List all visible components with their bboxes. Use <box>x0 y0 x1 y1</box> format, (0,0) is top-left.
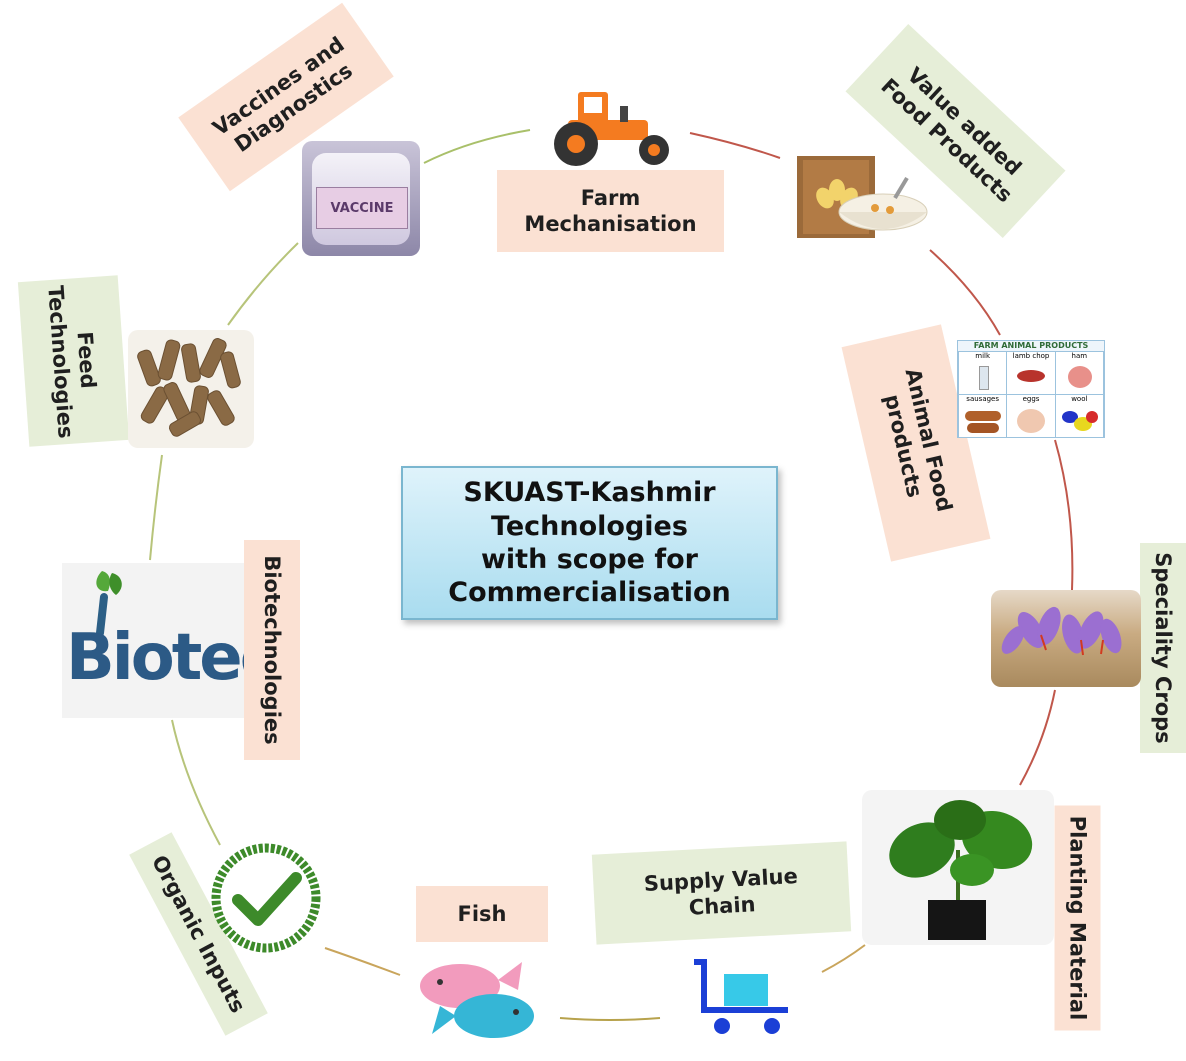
link-saffron-plant <box>1019 689 1056 786</box>
farm-animal-products-chart: FARM ANIMAL PRODUCTS milk lamb chop ham … <box>957 340 1105 438</box>
supply-value-chain-label: Supply Value Chain <box>591 841 852 945</box>
cell-sausages: sausages <box>966 395 1000 403</box>
center-title-box: SKUAST-Kashmir Technologies with scope f… <box>401 466 778 620</box>
seedling-plant-image <box>862 790 1054 945</box>
link-biotech-feed <box>149 454 163 561</box>
link-food-animal <box>929 249 1001 336</box>
biotechnologies-label: Biotechnologies <box>244 540 300 760</box>
speciality-crops-label: Speciality Crops <box>1140 543 1186 753</box>
vaccine-label-text: VACCINE <box>330 200 394 216</box>
feed-technologies-label: Feed Technologies <box>17 275 130 447</box>
saffron-crocus-image <box>991 590 1141 687</box>
feed-pellets-image <box>128 330 254 448</box>
fish-icon <box>412 950 552 1048</box>
link-farm-food <box>689 132 781 159</box>
cell-wool: wool <box>1071 395 1088 403</box>
center-title: SKUAST-Kashmir Technologies with scope f… <box>448 477 731 609</box>
farm-mechanisation-label: Farm Mechanisation <box>497 170 724 252</box>
link-cart-fish <box>559 1017 661 1021</box>
cell-eggs: eggs <box>1022 395 1040 403</box>
biotech-logo: Biotech <box>62 563 244 718</box>
link-plant-cart <box>821 944 866 973</box>
link-vaccine-farm <box>423 129 531 164</box>
link-organic-biotech <box>171 719 221 846</box>
cereal-box-icon <box>795 150 930 242</box>
vaccine-vial-icon: VACCINE <box>302 141 420 256</box>
biotech-logo-text: Biotech <box>66 621 244 695</box>
organic-check-icon <box>206 838 326 958</box>
fish-label: Fish <box>416 886 548 942</box>
animal-products-header: FARM ANIMAL PRODUCTS <box>973 341 1089 350</box>
link-feed-vaccine <box>227 242 299 326</box>
planting-material-label: Planting Material <box>1054 805 1101 1031</box>
cell-ham: ham <box>1071 352 1088 360</box>
link-animal-saffron <box>1054 439 1074 591</box>
cell-milk: milk <box>975 352 991 360</box>
link-fish-organic <box>324 947 401 976</box>
shopping-cart-icon <box>690 958 795 1038</box>
cell-lamb-chop: lamb chop <box>1012 352 1050 360</box>
tractor-icon <box>548 88 673 168</box>
